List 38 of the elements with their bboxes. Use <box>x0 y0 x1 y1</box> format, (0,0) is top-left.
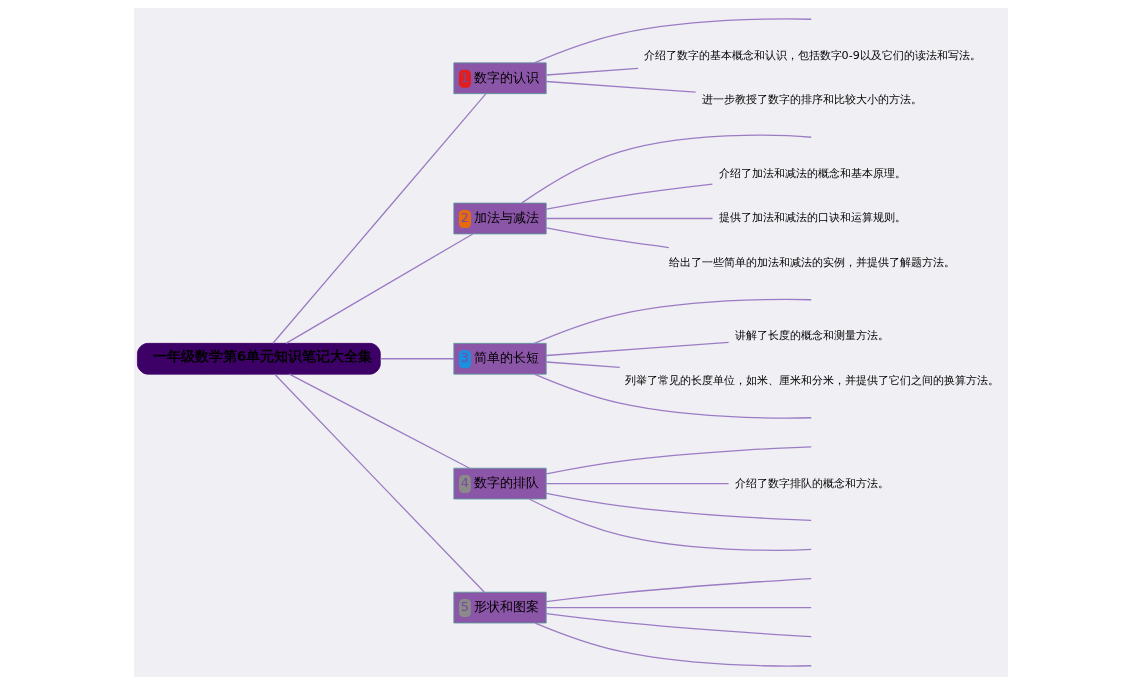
connector <box>545 341 729 357</box>
connector <box>545 80 696 93</box>
connector <box>533 373 812 419</box>
connector <box>533 18 812 64</box>
node-text: 进一步教授了数字的排序和比较大小的方法。 <box>701 93 922 107</box>
connector <box>545 217 713 220</box>
connector <box>545 227 670 249</box>
connector <box>545 606 812 609</box>
connector <box>533 298 812 344</box>
node-box: 5 形状和图案 <box>452 591 547 624</box>
node-text: 讲解了长度的概念和测量方法。 <box>734 329 889 343</box>
node-text: 介绍了加法和减法的概念和基本原理。 <box>718 166 906 180</box>
connector <box>284 233 473 344</box>
node-box: 4 数字的排队 <box>452 467 547 500</box>
node-text: 介绍了数字的基本概念和认识，包括数字0-9以及它们的读法和写法。 <box>643 48 981 62</box>
connector <box>545 183 713 210</box>
node-box: 一年级数学第6单元知识笔记大全集 <box>136 342 381 375</box>
node-text: 给出了一些简单的加法和减法的实例，并提供了解题方法。 <box>668 255 955 269</box>
connector <box>545 361 620 368</box>
connector <box>545 446 812 475</box>
node-box: 2 加法与减法 <box>452 202 547 235</box>
node-text: 介绍了数字排队的概念和方法。 <box>734 476 889 490</box>
connector <box>534 622 812 667</box>
connector <box>545 613 812 638</box>
connector <box>545 492 812 521</box>
node-box: 3 简单的长短 <box>452 342 547 375</box>
connector <box>379 358 454 360</box>
connector <box>545 67 639 76</box>
connector <box>288 373 470 469</box>
connector <box>271 93 487 344</box>
node-text: 提供了加法和减法的口诀和运算规则。 <box>718 211 906 225</box>
connector <box>545 482 729 485</box>
connector <box>528 498 812 551</box>
node-text: 列举了常见的长度单位，如米、厘米和分米，并提供了它们之间的换算方法。 <box>624 373 999 387</box>
node-box: 1 数字的认识 <box>452 62 547 95</box>
connector <box>273 373 485 593</box>
connector <box>545 577 812 603</box>
connector <box>520 134 812 204</box>
